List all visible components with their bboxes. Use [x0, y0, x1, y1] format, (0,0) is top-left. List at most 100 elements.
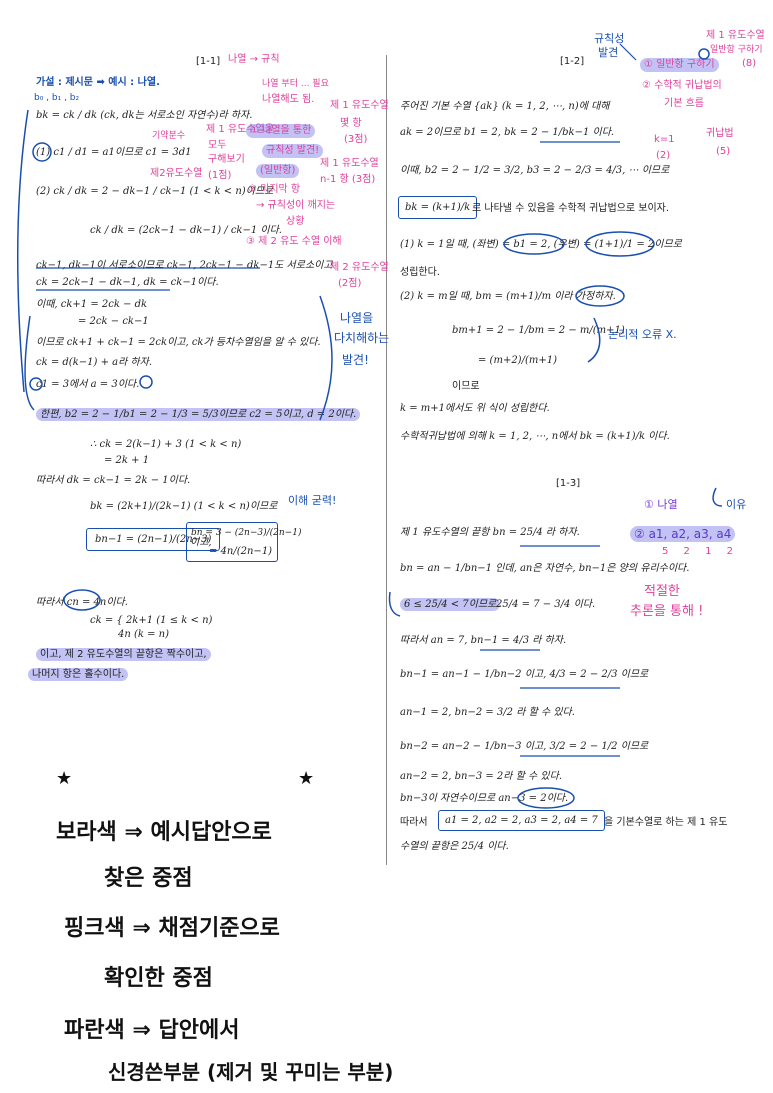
- note-pink-t: (2점): [338, 278, 362, 289]
- r3-note-f: 추론을 통해 !: [630, 604, 704, 619]
- star-left-icon: ★: [56, 768, 73, 789]
- r-note-l: (2): [656, 150, 671, 161]
- legend-line-3: 핑크색 ⇒ 채점기준으로: [64, 916, 280, 941]
- r-line-5: (1) k = 1일 때, (좌변) = b1 = 2, (우변) = (1+1…: [400, 239, 682, 250]
- note-pink-r: n-1 항 (3점): [320, 174, 376, 185]
- legend-line-6: 신경쓴부분 (제거 및 꾸미는 부분): [108, 1060, 394, 1084]
- note-pink-n: 제 1 유도수열: [330, 100, 389, 111]
- note-pink-o: 몇 항: [340, 118, 362, 129]
- line-6: ck = 2ck−1 − dk−1, dk = ck−1이다.: [36, 277, 219, 288]
- r-note-e: 기본 흐름: [664, 98, 704, 109]
- line-16: bk = (2k+1)/(2k−1) (1 < k < n)이므로: [90, 501, 278, 512]
- r-note-f: 제 1 유도수열: [706, 30, 765, 41]
- line-12: 한편, b2 = 2 − 1/b1 = 2 − 1/3 = 5/3이므로 c2 …: [36, 408, 361, 421]
- note-pink-s: 제 2 유도수열: [330, 262, 389, 273]
- r-note-g: 일반항 구하기: [710, 45, 763, 55]
- s-line-8: an−2 = 2, bn−3 = 2라 할 수 있다.: [400, 771, 562, 782]
- r3-note-c: ② a1, a2, a3, a4: [630, 526, 736, 542]
- r3-note-e: 적절한: [644, 584, 680, 599]
- r-line-2: ak = 2이므로 b1 = 2, bk = 2 − 1/bk−1 이다.: [400, 127, 615, 138]
- b-letters: b₀ , b₁ , b₂: [34, 93, 80, 103]
- note-top-mid3: 나열해도 됨.: [262, 94, 315, 105]
- r-line-7: (2) k = m일 때, bm = (m+1)/m 이라 가정하자.: [400, 291, 616, 302]
- note-blue-a: 나열을: [340, 311, 374, 325]
- s-line-5: bn−1 = an−1 − 1/bn−2 이고, 4/3 = 2 − 2/3 이…: [400, 669, 649, 680]
- r-line-9: = (m+2)/(m+1): [478, 355, 557, 366]
- line-11: c1 = 3에서 a = 3이다.: [36, 379, 140, 390]
- s-line-10c: 을 기본수열로 하는 제 1 유도: [604, 817, 728, 828]
- s-line-4: 따라서 an = 7, bn−1 = 4/3 라 하자.: [400, 635, 567, 646]
- note-pink-a: 제 1 유도수열을: [206, 124, 274, 135]
- r-note-d: ② 수학적 귀납법의: [642, 80, 722, 91]
- line-5: ck−1, dk−1이 서로소이므로 ck−1, 2ck−1 − dk−1도 서…: [36, 260, 333, 271]
- r-line-4b: 로 나타낼 수 있음을 수학적 귀납법으로 보이자.: [472, 203, 670, 214]
- line-7: 이때, ck+1 = 2ck − dk: [36, 299, 148, 310]
- s-line-3a: 6 ≤ 25/4 < 7이므로: [400, 598, 501, 611]
- s-line-3b: 25/4 = 7 − 3/4 이다.: [496, 599, 596, 610]
- r-line-12: 수학적귀납법에 의해 k = 1, 2, ⋯, n에서 bk = (k+1)/k…: [400, 431, 670, 442]
- note-pink-c: 모두: [208, 140, 227, 151]
- section-header-1-3: [1-3]: [556, 478, 581, 489]
- line-9: 이므로 ck+1 + ck−1 = 2ck이고, ck가 등차수열임을 알 수 …: [36, 337, 321, 348]
- r-line-10: 이므로: [452, 381, 480, 392]
- r-line-6: 성립한다.: [400, 267, 440, 278]
- line-17d: = 4n/(2n−1): [209, 546, 273, 557]
- legend-line-5: 파란색 ⇒ 답안에서: [64, 1018, 240, 1043]
- line-17b: 이고,: [190, 537, 212, 548]
- s-line-9: bn−3이 자연수이므로 an−3 = 2이다.: [400, 793, 569, 804]
- note-pink-q: 제 1 유도수열: [320, 158, 379, 169]
- box-bn-1: bn−1 = (2n−1)/(2n−3): [86, 528, 221, 551]
- line-18: 따라서 cn = 4n이다.: [36, 597, 128, 608]
- line-20: 이고, 제 2 유도수열의 끝항은 짝수이고,: [36, 648, 211, 661]
- r-note-a: 규칙성: [594, 32, 625, 45]
- note-top-mid2: 나열 부터 ... 필요: [262, 79, 329, 89]
- section-header-1-1: [1-1]: [196, 56, 221, 67]
- note-pink-b: 기약분수: [152, 131, 186, 141]
- line-13: ∴ ck = 2(k−1) + 3 (1 < k < n): [90, 439, 242, 450]
- line-15: 따라서 dk = ck−1 = 2k − 1이다.: [36, 475, 191, 486]
- s-line-10a: 따라서: [400, 817, 428, 828]
- box-bn: bn = 3 − (2n−3)/(2n−1) = 4n/(2n−1): [186, 522, 301, 562]
- r3-note-a: ① 나열: [644, 498, 678, 511]
- note-pink-e: (1점): [208, 170, 232, 181]
- r-note-k: k=1: [654, 134, 675, 145]
- line-1: bk = ck / dk (ck, dk는 서로소인 자연수)라 하자.: [36, 110, 253, 121]
- r3-note-b: 이유: [726, 498, 747, 511]
- s-line-7: bn−2 = an−2 − 1/bn−3 이고, 3/2 = 2 − 1/2 이…: [400, 741, 649, 752]
- legend-line-4: 확인한 중점: [104, 966, 213, 991]
- line-14: = 2k + 1: [104, 455, 150, 466]
- line-8: = 2ck − ck−1: [78, 316, 149, 327]
- r-box-bk: bk = (k+1)/k: [398, 196, 478, 219]
- line-19b: 4n (k = n): [118, 629, 170, 640]
- r-line-11: k = m+1에서도 위 식이 성립한다.: [400, 403, 550, 414]
- note-pink-d: 구해보기: [208, 154, 245, 165]
- r-note-c: ① 일반항 구하기: [640, 58, 719, 72]
- given-line: 가설 : 제시문 ➡ 예시 : 나열.: [36, 77, 160, 88]
- s-line-1: 제 1 유도수열의 끝항 bn = 25/4 라 하자.: [400, 527, 580, 538]
- note-pink-l: 상황: [286, 216, 305, 227]
- r-note-h: (8): [742, 58, 757, 69]
- note-pink-i: (일반항): [256, 164, 300, 178]
- section-header-1-2: [1-2]: [560, 56, 585, 67]
- legend-line-1: 보라색 ⇒ 예시답안으로: [56, 820, 272, 845]
- note-blue-c: 발견!: [342, 353, 369, 367]
- line-19a: ck = { 2k+1 (1 ≤ k < n): [90, 615, 213, 626]
- note-pink-f: 제2유도수열: [150, 168, 203, 179]
- note-pink-k: → 규칙성이 깨지는: [256, 200, 336, 211]
- r-line-8: bm+1 = 2 − 1/bm = 2 − m/(m+1): [452, 325, 625, 336]
- line-3: (2) ck / dk = 2 − dk−1 / ck−1 (1 < k < n…: [36, 186, 274, 197]
- line-2: (1) c1 / d1 = a1이므로 c1 = 3d1: [36, 147, 192, 158]
- s-line-11: 수열의 끝항은 25/4 이다.: [400, 841, 509, 852]
- note-pink-m: ③ 제 2 유도 수열 이해: [246, 236, 342, 247]
- note-blue-d: 이해 굳력!: [288, 494, 337, 507]
- note-pink-g: ① 나열을 통한: [246, 124, 316, 138]
- line-10: ck = d(k−1) + a라 하자.: [36, 357, 153, 368]
- r-line-3: 이때, b2 = 2 − 1/2 = 3/2, b3 = 2 − 2/3 = 4…: [400, 165, 670, 176]
- s-line-6: an−1 = 2, bn−2 = 3/2 라 할 수 있다.: [400, 707, 575, 718]
- note-pink-p: (3점): [344, 134, 368, 145]
- r-note-i: 귀납법: [706, 128, 734, 139]
- s-line-2: bn = an − 1/bn−1 인데, an은 자연수, bn−1은 양의 유…: [400, 563, 690, 574]
- line-21: 나머지 항은 홀수이다.: [28, 668, 129, 681]
- r-note-b: 발견: [598, 46, 619, 59]
